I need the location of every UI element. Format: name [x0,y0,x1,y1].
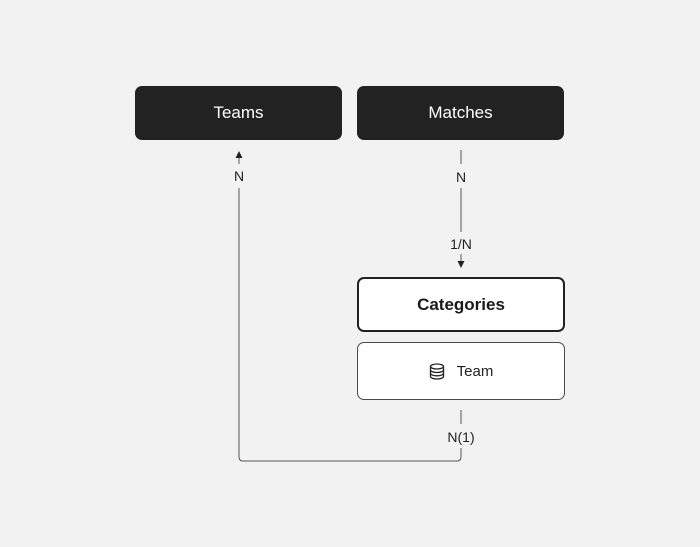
teams-node[interactable]: Teams [135,86,342,140]
arrowhead-categories-icon [457,261,465,268]
categories-node[interactable]: Categories [357,277,565,332]
team-field-label: Team [456,362,494,380]
matches-node[interactable]: Matches [357,86,564,140]
edge-team-teams-path [238,188,462,462]
matches-node-label: Matches [428,103,493,122]
teams-node-label: Teams [213,103,264,122]
edge-label-team-n1: N(1) [445,429,477,445]
edge-label-categories-1n: 1/N [448,236,474,252]
edge-label-matches-n: N [453,169,469,185]
database-icon [429,362,445,380]
categories-node-label: Categories [417,294,505,314]
team-field-box[interactable]: Team [357,342,565,400]
arrowhead-teams-icon [235,151,243,158]
edge-label-teams-n: N [231,168,247,184]
